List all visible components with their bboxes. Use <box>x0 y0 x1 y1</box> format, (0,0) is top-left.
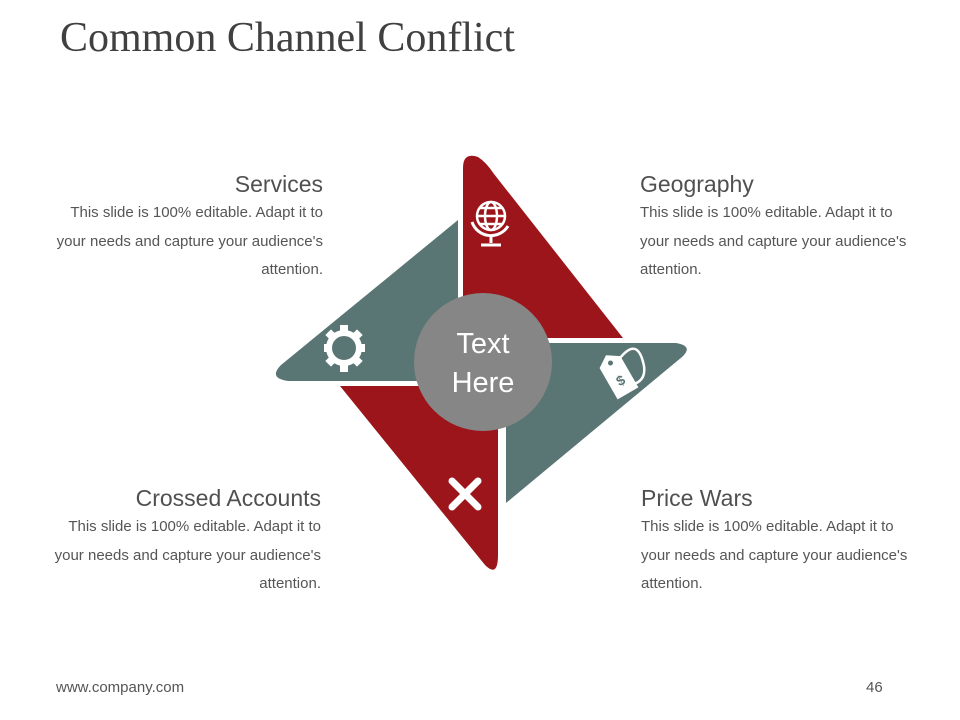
geography-blade <box>463 155 623 338</box>
services-blade <box>275 220 458 381</box>
price-tag-icon: $ <box>599 347 646 400</box>
services-desc-line3: attention. <box>261 261 323 278</box>
cross-icon <box>448 477 482 511</box>
footer-url: www.company.com <box>56 679 185 696</box>
geography-desc-line3: attention. <box>640 261 702 278</box>
geography-block: Geography This slide is 100% editable. A… <box>640 169 940 285</box>
globe-icon <box>470 200 510 247</box>
price-wars-blade <box>506 343 687 503</box>
crossed-accounts-desc-line3: attention. <box>259 575 321 592</box>
gear-icon <box>324 325 365 372</box>
crossed-accounts-heading: Crossed Accounts <box>135 485 321 511</box>
price-wars-desc-line2: your needs and capture your audience's <box>641 546 908 564</box>
services-heading: Services <box>234 171 323 197</box>
price-wars-desc-line1: This slide is 100% editable. Adapt it to <box>641 518 894 535</box>
center-text-line2: Here <box>452 367 515 399</box>
services-desc-line1: This slide is 100% editable. Adapt it to <box>70 204 323 221</box>
geography-desc-line2: your needs and capture your audience's <box>640 232 907 250</box>
page-number: 46 <box>866 679 883 696</box>
price-wars-heading: Price Wars <box>641 485 753 511</box>
price-wars-block: Price Wars This slide is 100% editable. … <box>641 483 941 599</box>
crossed-accounts-desc-line2: your needs and capture your audience's <box>54 546 321 564</box>
services-block: Services This slide is 100% editable. Ad… <box>23 169 323 285</box>
slide-title: Common Channel Conflict <box>60 15 515 61</box>
crossed-accounts-blade <box>340 386 498 570</box>
crossed-accounts-desc-line1: This slide is 100% editable. Adapt it to <box>68 518 321 535</box>
price-wars-description: This slide is 100% editable. Adapt it to… <box>641 513 941 599</box>
geography-description: This slide is 100% editable. Adapt it to… <box>640 199 940 285</box>
services-desc-line2: your needs and capture your audience's <box>56 232 323 250</box>
crossed-accounts-description: This slide is 100% editable. Adapt it to… <box>21 513 321 599</box>
services-description: This slide is 100% editable. Adapt it to… <box>23 199 323 285</box>
price-wars-desc-line3: attention. <box>641 575 703 592</box>
center-text-line1: Text <box>456 328 509 360</box>
center-circle <box>414 293 552 431</box>
geography-heading: Geography <box>640 171 754 197</box>
crossed-accounts-block: Crossed Accounts This slide is 100% edit… <box>21 483 321 599</box>
geography-desc-line1: This slide is 100% editable. Adapt it to <box>640 204 893 221</box>
